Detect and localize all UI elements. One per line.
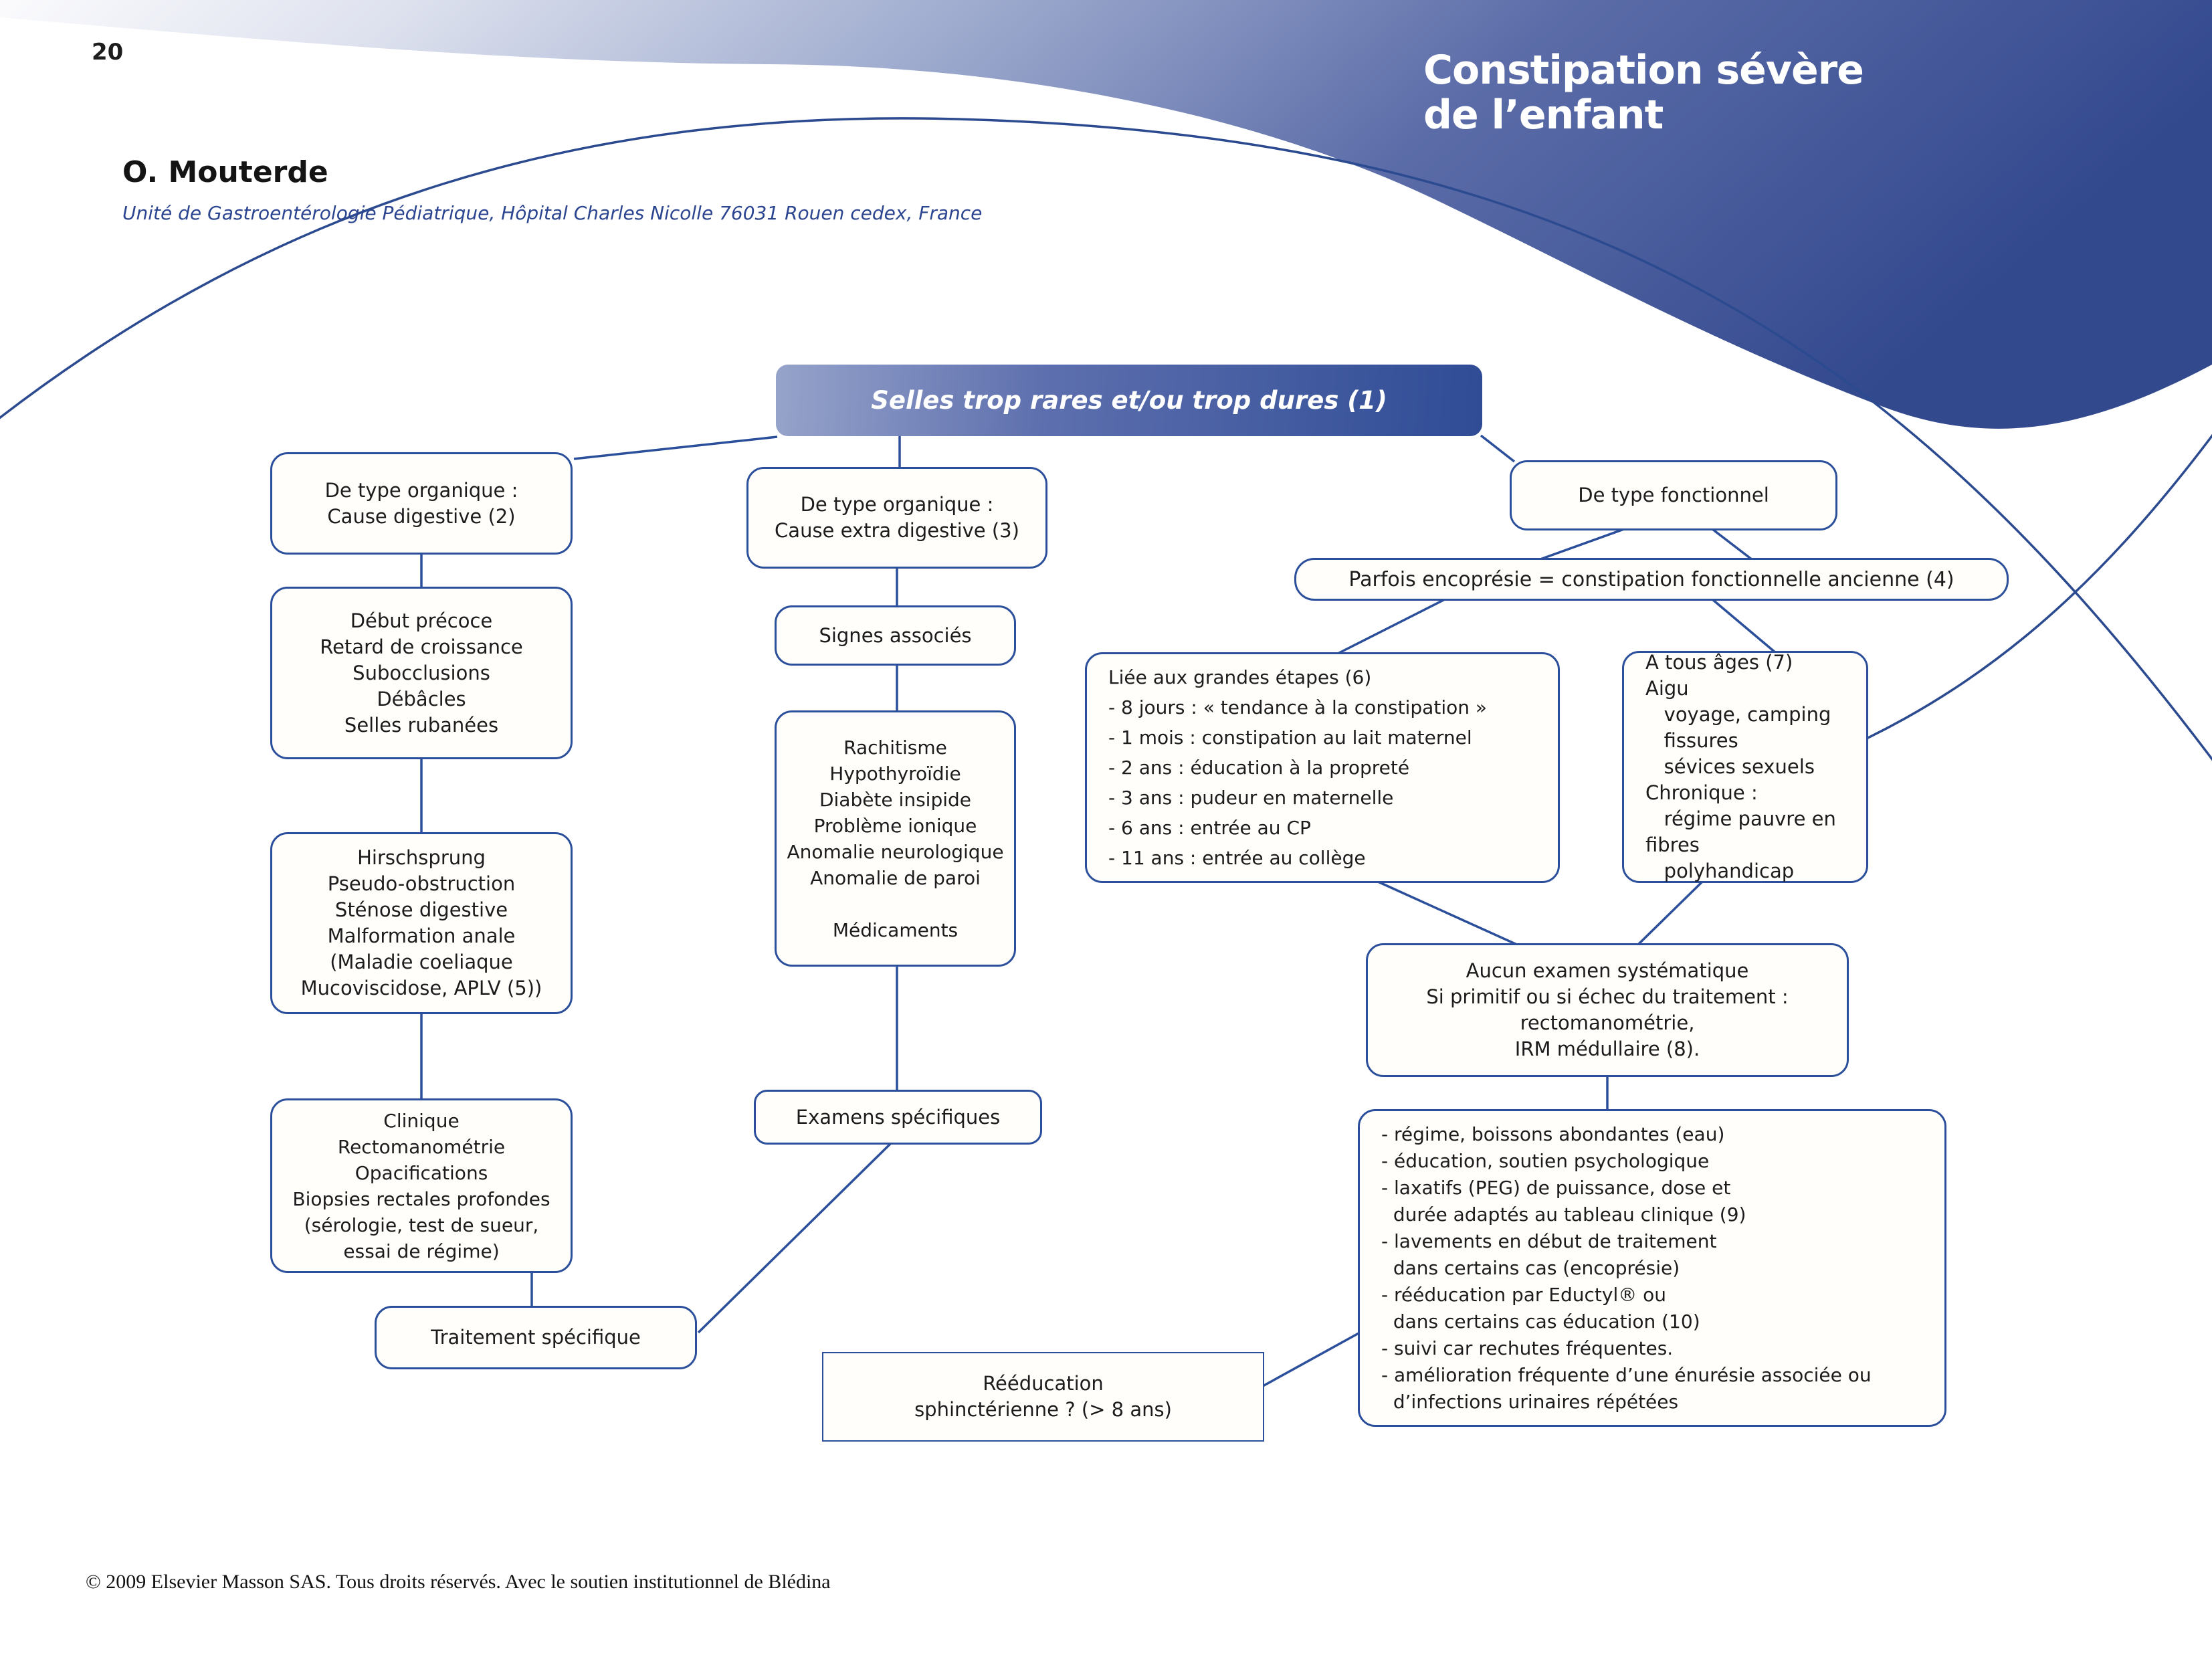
box-organic-digestive-text: De type organique : Cause digestive (2) [324, 478, 518, 528]
box-sphincter-reeducation: Rééducation sphinctérienne ? (> 8 ans) [822, 1352, 1264, 1442]
box-associated-signs: Signes associés [775, 605, 1016, 666]
box-functional-treatment: - régime, boissons abondantes (eau) - éd… [1358, 1109, 1946, 1427]
author-name: O. Mouterde [122, 155, 328, 189]
page-number: 20 [92, 39, 124, 66]
connector-allages-exam [1636, 880, 1704, 947]
box-root-text: Selles trop rares et/ou trop dures (1) [871, 386, 1387, 415]
box-functional: De type fonctionnel [1510, 460, 1837, 530]
box-functional-treatment-text: - régime, boissons abondantes (eau) - éd… [1381, 1123, 1872, 1413]
connector-root-organic-digestive [573, 435, 778, 460]
box-specific-treatment-text: Traitement spécifique [431, 1326, 641, 1349]
box-digestive-workup-text: Clinique Rectomanométrie Opacifications … [292, 1109, 550, 1262]
connector-functional-encopresis-right [1711, 528, 1754, 561]
author-affiliation: Unité de Gastroentérologie Pédiatrique, … [122, 202, 983, 224]
connector-exams-treatment [697, 1142, 892, 1334]
box-encopresis-text: Parfois encoprésie = constipation foncti… [1348, 567, 1954, 591]
box-specific-treatment: Traitement spécifique [375, 1306, 697, 1369]
box-all-ages-text: A tous âges (7) Aigu voyage, camping fis… [1645, 651, 1836, 882]
box-no-systematic-exam: Aucun examen systématique Si primitif ou… [1366, 943, 1849, 1077]
box-milestones-text: Liée aux grandes étapes (6) - 8 jours : … [1108, 666, 1488, 869]
box-no-systematic-exam-text: Aucun examen systématique Si primitif ou… [1426, 959, 1789, 1060]
box-functional-text: De type fonctionnel [1578, 484, 1769, 506]
connector-encopresis-allages [1711, 598, 1777, 654]
box-sphincter-reeducation-text: Rééducation sphinctérienne ? (> 8 ans) [914, 1372, 1172, 1421]
box-extradigestive-causes: Rachitisme Hypothyroïdie Diabète insipid… [775, 710, 1016, 967]
connector-reeducation-treatmentbox [1262, 1331, 1361, 1387]
box-organic-extradigestive: De type organique : Cause extra digestiv… [746, 467, 1047, 569]
box-all-ages: A tous âges (7) Aigu voyage, camping fis… [1622, 651, 1868, 883]
box-extradigestive-causes-text: Rachitisme Hypothyroïdie Diabète insipid… [787, 736, 1004, 941]
box-specific-exams-text: Examens spécifiques [795, 1105, 1001, 1129]
connector-milestones-exam [1377, 880, 1519, 947]
box-organic-digestive: De type organique : Cause digestive (2) [270, 452, 573, 555]
connector-root-functional [1480, 434, 1516, 463]
connector-functional-encopresis-left [1538, 528, 1625, 561]
page-title: Constipation sévère de l’enfant [1423, 47, 1864, 138]
box-digestive-causes-text: Hirschsprung Pseudo-obstruction Sténose … [300, 846, 542, 999]
copyright-line: © 2009 Elsevier Masson SAS. Tous droits … [86, 1571, 831, 1593]
connector-encopresis-milestones [1336, 598, 1445, 656]
box-organic-extradigestive-text: De type organique : Cause extra digestiv… [775, 493, 1019, 542]
box-root: Selles trop rares et/ou trop dures (1) [776, 365, 1482, 436]
box-encopresis: Parfois encoprésie = constipation foncti… [1294, 558, 2009, 601]
box-digestive-causes: Hirschsprung Pseudo-obstruction Sténose … [270, 832, 573, 1014]
box-milestones: Liée aux grandes étapes (6) - 8 jours : … [1085, 652, 1560, 883]
box-warning-signs-text: Début précoce Retard de croissance Suboc… [320, 609, 523, 737]
box-specific-exams: Examens spécifiques [754, 1090, 1042, 1145]
box-warning-signs: Début précoce Retard de croissance Suboc… [270, 587, 573, 759]
box-associated-signs-text: Signes associés [819, 623, 972, 647]
box-digestive-workup: Clinique Rectomanométrie Opacifications … [270, 1098, 573, 1273]
